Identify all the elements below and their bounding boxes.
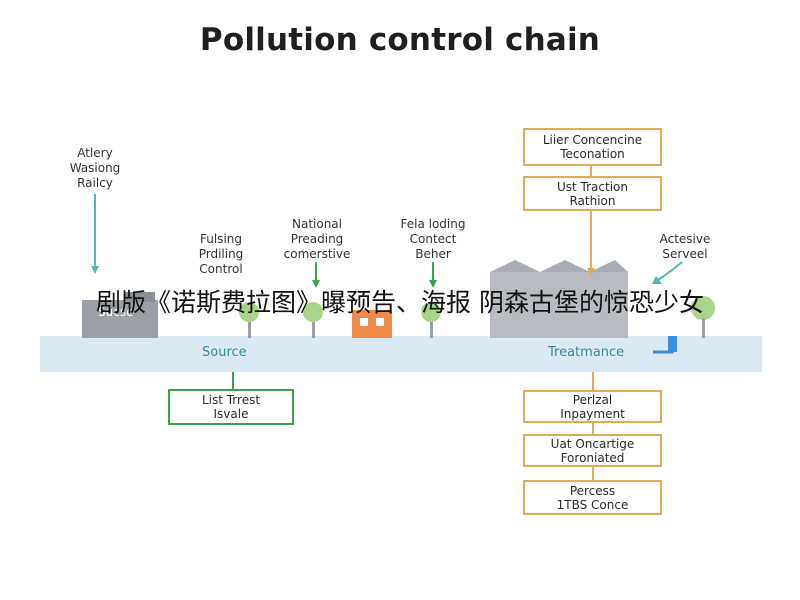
source-building-roof <box>125 292 155 302</box>
page-title: Pollution control chain <box>199 22 601 58</box>
overlay-caption: 剧版《诺斯费拉图》曝预告、海报 阴森古堡的惊恐少女 <box>96 288 704 317</box>
arrowhead <box>91 266 99 274</box>
box-traction: Ust Traction Rathion <box>523 176 662 211</box>
box-concencine-text: Liier Concencine Teconation <box>542 133 643 161</box>
arrowhead <box>652 276 662 284</box>
band-label-source: Source <box>202 345 247 360</box>
label-national: National Preading comerstive <box>283 217 351 261</box>
tree <box>239 302 259 322</box>
box-traction-text: Ust Traction Rathion <box>557 179 628 208</box>
label-agency: Atlery Wasiong Railcy <box>69 146 121 190</box>
tree <box>691 296 715 320</box>
box-perlzal-text: Perlzal Inpayment <box>560 392 625 421</box>
label-funding: Fulsing Prdiling Control <box>198 232 244 276</box>
tree-trunk <box>248 318 251 338</box>
box-percess-text: Percess 1TBS Conce <box>556 483 629 512</box>
box-perlzal: Perlzal Inpayment <box>523 390 662 423</box>
tree <box>421 302 441 322</box>
box-concencine: Liier Concencine Teconation <box>523 128 662 166</box>
box-percess: Percess 1TBS Conce <box>523 480 662 515</box>
tree <box>303 302 323 322</box>
building-label: Sucse <box>98 305 134 319</box>
scenery <box>40 260 762 372</box>
house <box>352 310 392 338</box>
flow-band <box>40 336 762 372</box>
tree-trunk <box>430 318 433 338</box>
arrowhead <box>429 280 437 288</box>
house-window <box>360 318 368 326</box>
source-building <box>82 300 158 338</box>
label-actesive: Actesive Serveel <box>659 232 711 261</box>
band-label-treatment: Treatmance <box>548 345 625 360</box>
tree-trunk <box>702 318 705 338</box>
box-list-trrest: List Trrest Isvale <box>168 389 294 425</box>
connectors <box>91 166 683 480</box>
outlet-tank <box>668 336 677 352</box>
box-oncartige: Uat Oncartige Foroniated <box>523 434 662 467</box>
tree-trunk <box>312 318 315 338</box>
arrowhead <box>587 268 595 276</box>
connector-actesive <box>657 261 683 281</box>
label-fela: Fela loding Contect Beher <box>400 217 466 261</box>
plant-roof <box>490 260 628 272</box>
box-list-trrest-text: List Trrest Isvale <box>201 393 261 421</box>
box-oncartige-text: Uat Oncartige Foroniated <box>550 436 635 465</box>
arrowhead <box>312 280 320 288</box>
house-window <box>376 318 384 326</box>
treatment-plant <box>490 272 628 338</box>
